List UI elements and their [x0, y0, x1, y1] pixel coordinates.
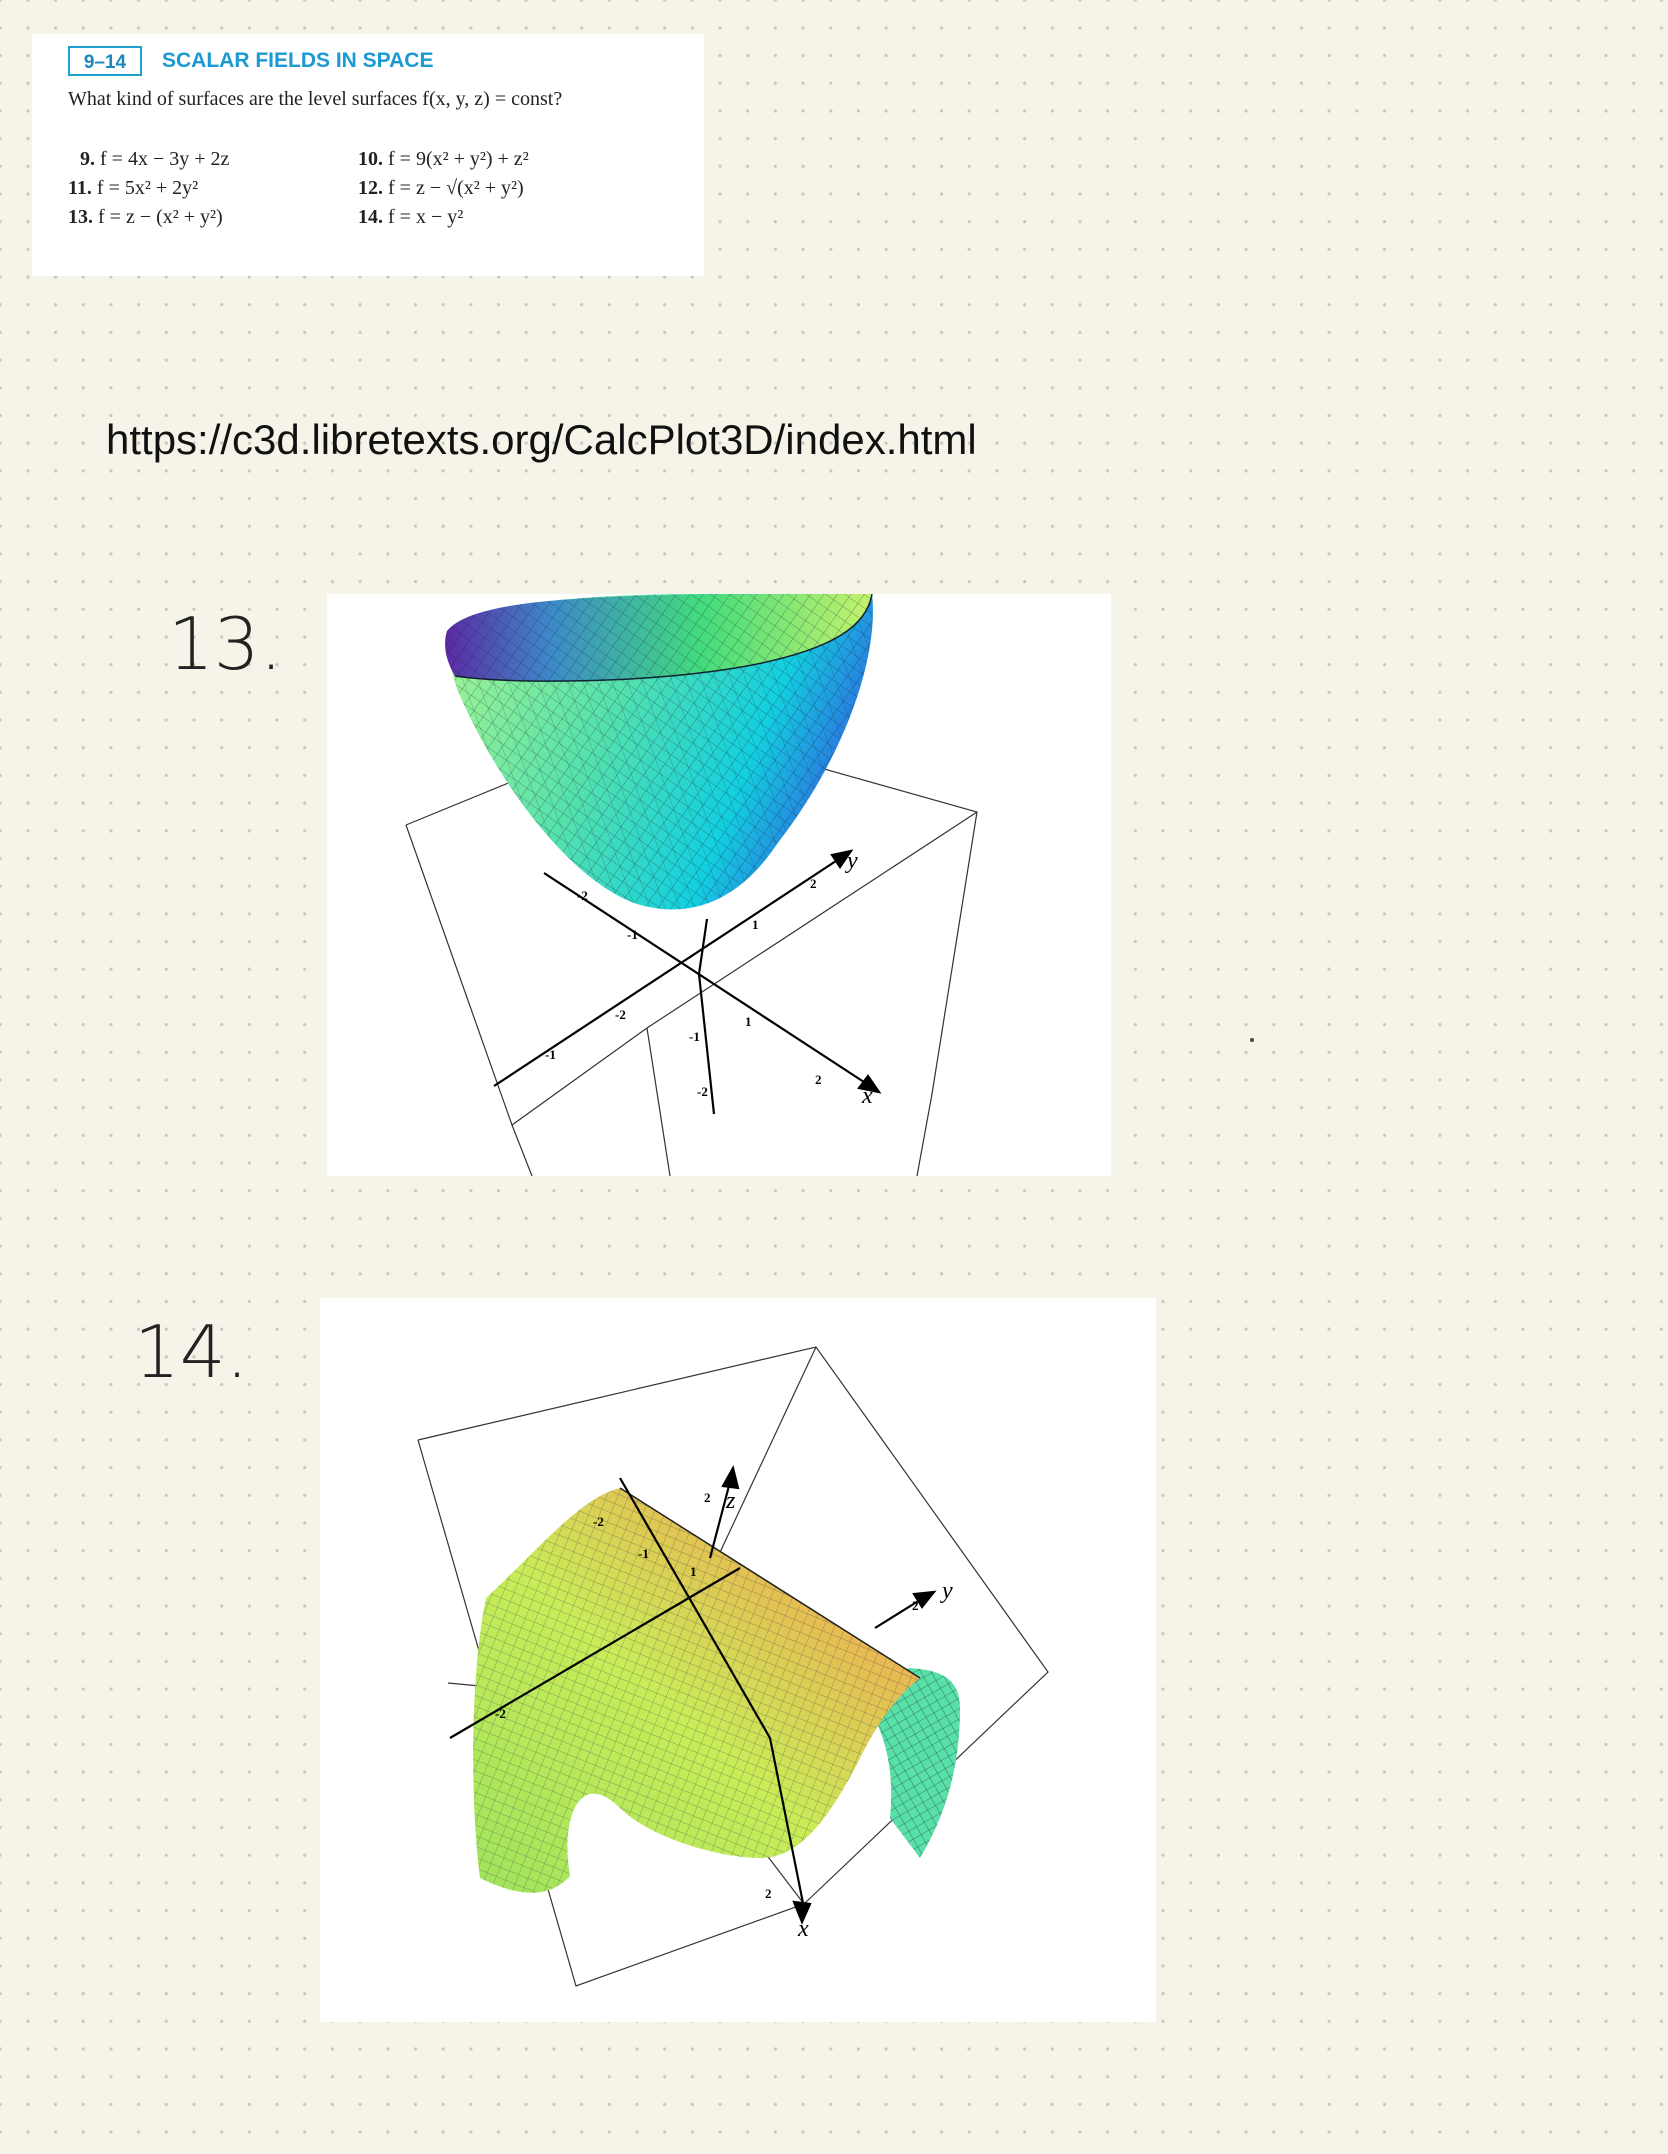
section-title: SCALAR FIELDS IN SPACE — [162, 49, 434, 72]
y-axis-label: y — [940, 1578, 953, 1604]
problem-9: 9. f = 4x − 3y + 2z — [80, 148, 230, 170]
handwritten-label-14: 14. — [134, 1310, 249, 1394]
handwritten-label-13: 13. — [168, 602, 283, 686]
tick-label: 1 — [690, 1564, 697, 1579]
tick-label: 2 — [765, 1886, 772, 1901]
tick-label: -2 — [615, 1007, 626, 1022]
axes — [493, 849, 882, 1115]
tick-label: -2 — [697, 1084, 708, 1099]
tick-label: -2 — [593, 1514, 604, 1529]
parabolic-cylinder-surface — [473, 1487, 921, 1893]
plot-14-parabolic-cylinder: -2 2 2 -1 1 -2 2 z y x — [320, 1298, 1156, 2022]
tick-label: -2 — [495, 1706, 506, 1721]
problem-14: 14. f = x − y² — [358, 206, 464, 228]
tick-label: 1 — [752, 917, 759, 932]
textbook-excerpt: 9–14 SCALAR FIELDS IN SPACE What kind of… — [32, 34, 704, 276]
tick-label: 2 — [912, 1598, 919, 1613]
tick-label: -1 — [689, 1029, 700, 1044]
tick-label: 2 — [815, 1072, 822, 1087]
y-axis-label: y — [845, 848, 858, 874]
section-number: 9–14 — [68, 46, 142, 76]
tick-label: -1 — [627, 927, 638, 942]
stray-dot — [1250, 1038, 1254, 1042]
tick-label: -1 — [545, 1047, 556, 1062]
tick-label: 1 — [745, 1014, 752, 1029]
plot-13-paraboloid: -2 -1 1 2 -2 -1 1 2 -2 -1 y x — [327, 593, 1111, 1177]
problem-13: 13. f = z − (x² + y²) — [68, 206, 223, 228]
problem-11: 11. f = 5x² + 2y² — [68, 177, 199, 199]
problem-12: 12. f = z − √(x² + y²) — [358, 177, 524, 199]
x-axis-label: x — [797, 1916, 809, 1942]
tick-label: 2 — [810, 876, 817, 891]
question-text: What kind of surfaces are the level surf… — [68, 88, 563, 110]
axes — [449, 1465, 937, 1925]
z-axis-label: z — [725, 1488, 736, 1514]
tick-label: -2 — [577, 888, 588, 903]
problem-10: 10. f = 9(x² + y²) + z² — [358, 148, 529, 170]
paraboloid-surface — [445, 593, 873, 910]
tick-label: -1 — [638, 1546, 649, 1561]
x-axis-label: x — [861, 1083, 873, 1109]
tick-label: 2 — [704, 1490, 711, 1505]
calcplot3d-url[interactable]: https://c3d.libretexts.org/CalcPlot3D/in… — [106, 416, 977, 463]
